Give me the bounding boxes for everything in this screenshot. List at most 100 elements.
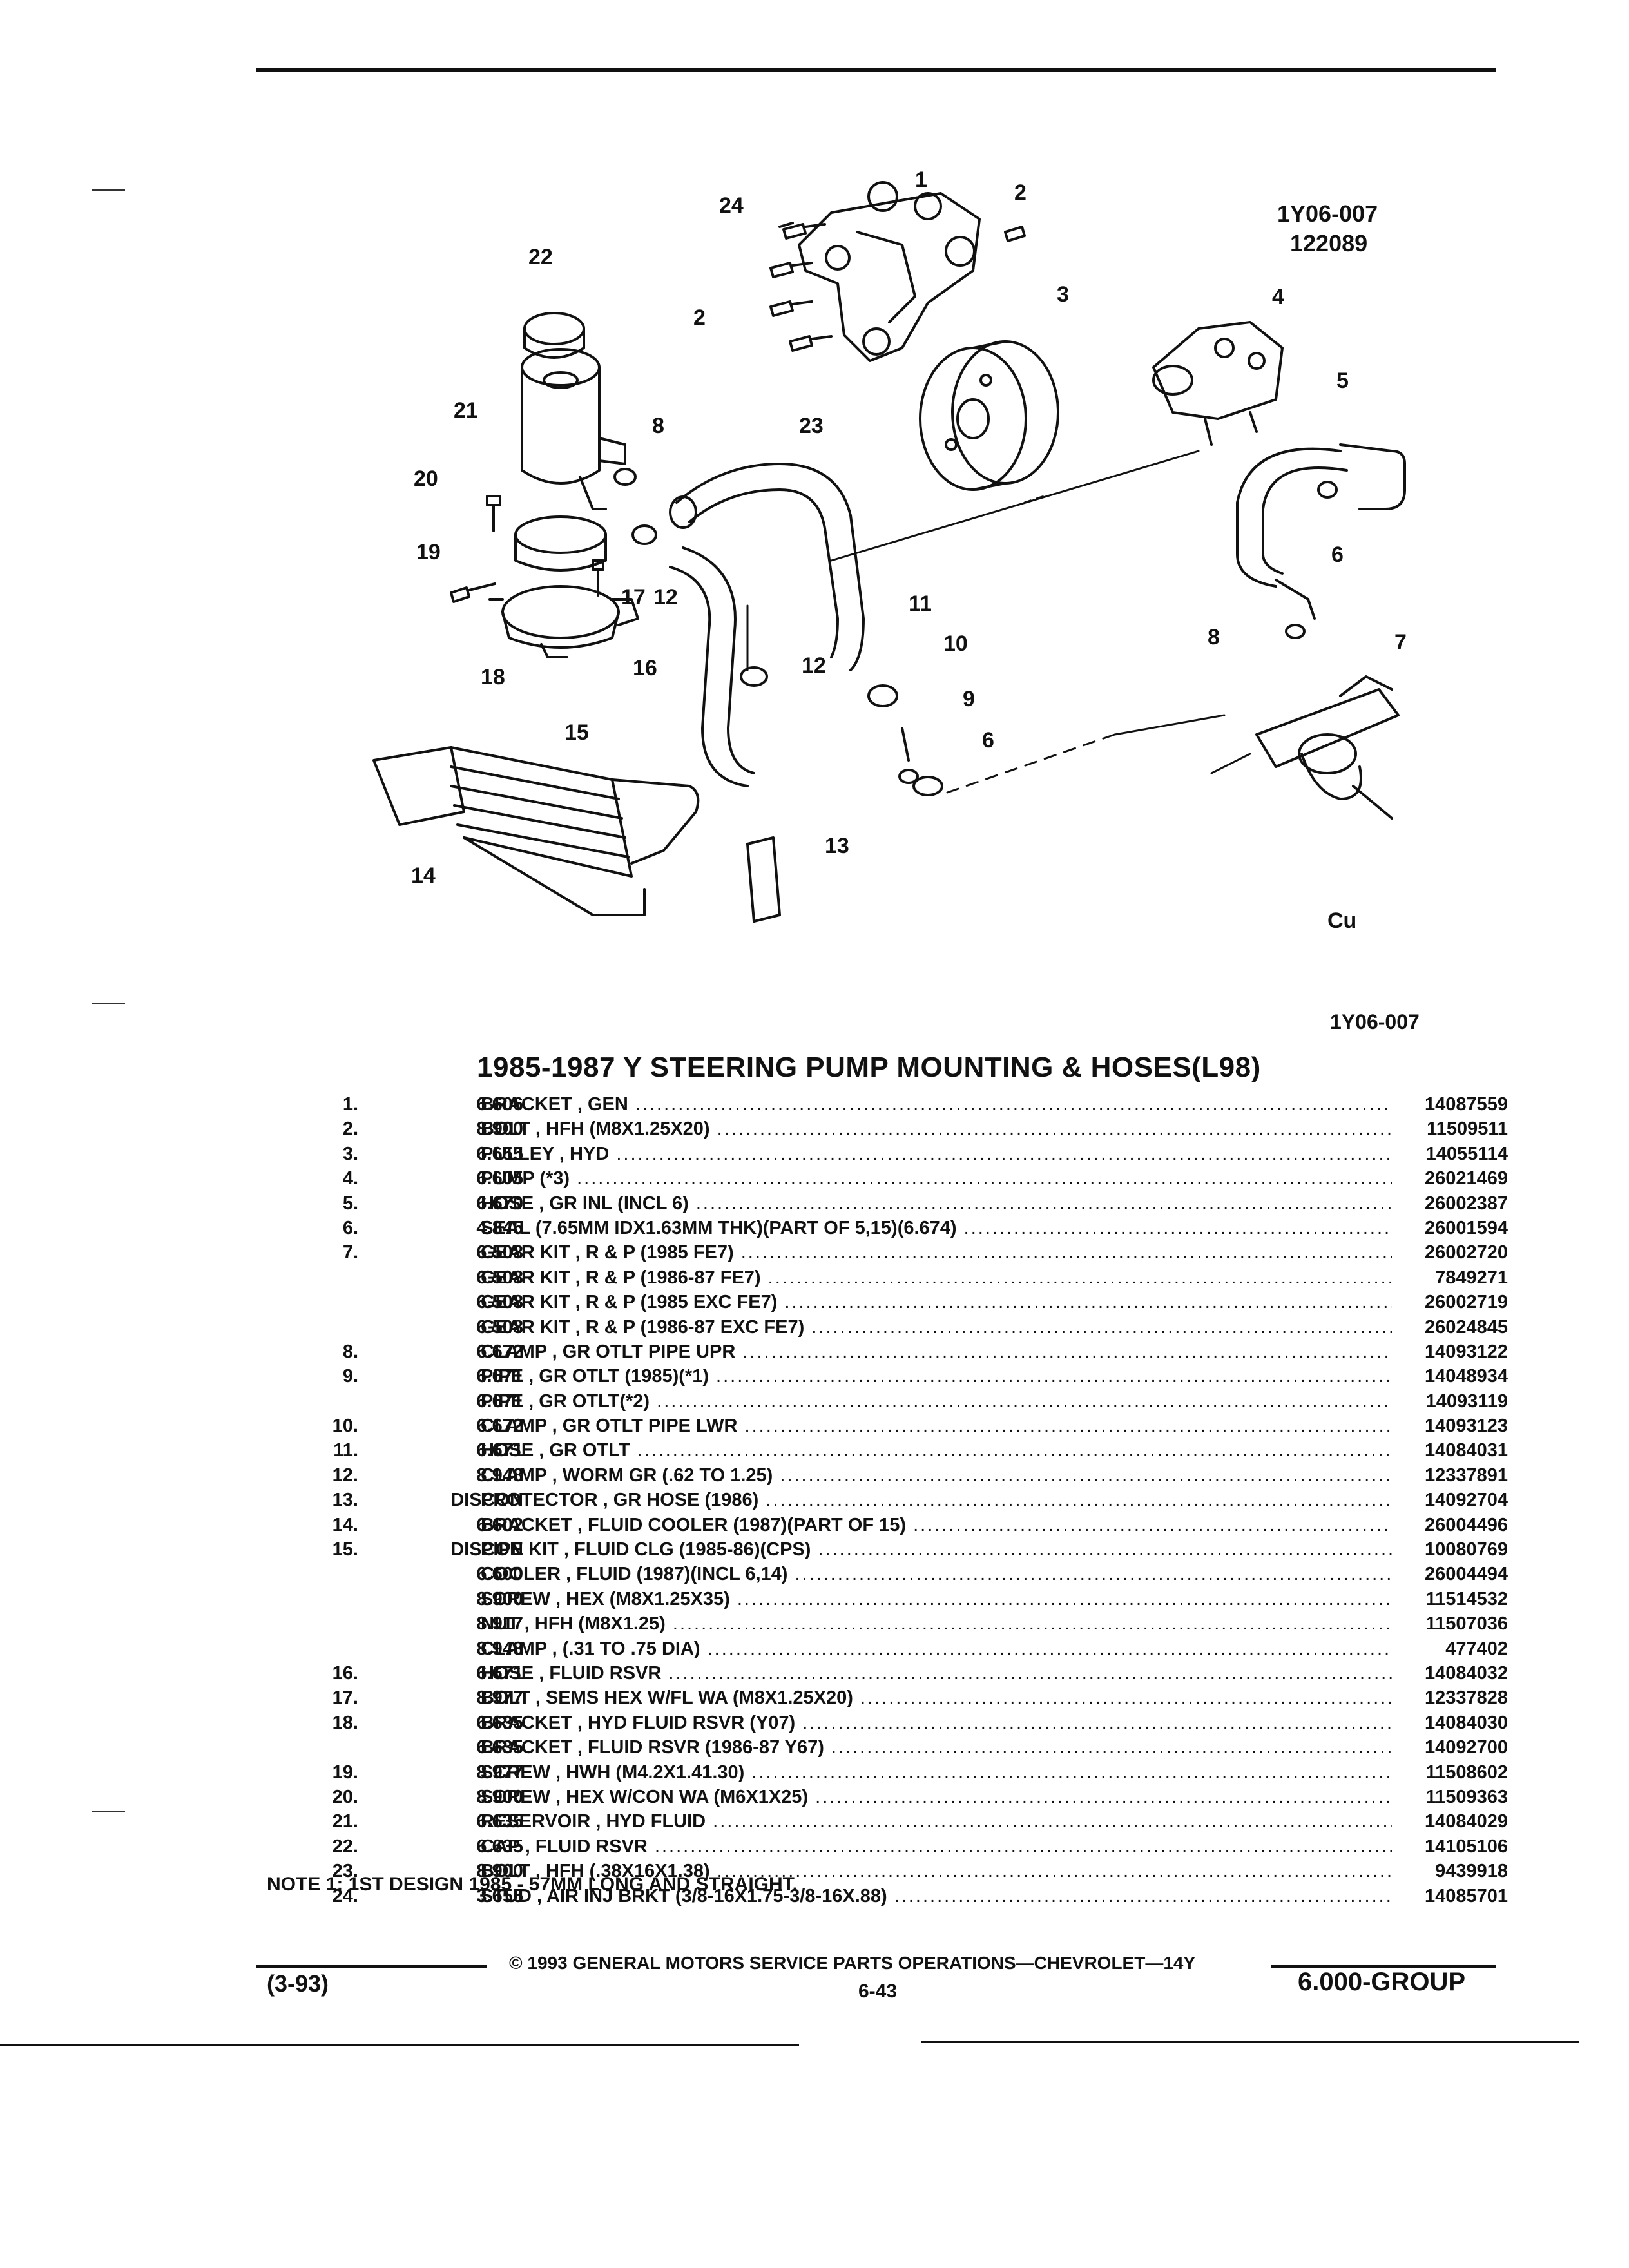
part-number: 12337828 [1392, 1687, 1508, 1709]
svg-text:15: 15 [564, 720, 589, 745]
part-description: BRACKET , FLUID COOLER (1987)(PART OF 15… [481, 1515, 1409, 1536]
reservoir-bracket [488, 515, 639, 658]
part-description: PROTECTOR , GR HOSE (1986) [481, 1490, 1409, 1511]
part-description: PULLEY , HYD [481, 1144, 1409, 1165]
callout-labels: 1 2 24 22 2 3 4 21 8 23 5 20 19 17 12 18… [411, 168, 1407, 888]
part-number: 14092700 [1392, 1737, 1508, 1759]
svg-text:6: 6 [982, 728, 994, 753]
margin-mark [92, 189, 125, 191]
part-number: 14105106 [1392, 1836, 1508, 1858]
part-number: 11514532 [1392, 1588, 1508, 1610]
part-number: 14048934 [1392, 1366, 1508, 1388]
part-number: 26021469 [1392, 1168, 1508, 1190]
part-description: PIPE , GR OTLT (1985)(*1) [481, 1366, 1409, 1387]
part-description: BOLT , SEMS HEX W/FL WA (M8X1.25X20) [481, 1687, 1409, 1709]
exploded-parts-diagram: 1 2 24 22 2 3 4 21 8 23 5 20 19 17 12 18… [372, 168, 1407, 933]
item-number: 10. [332, 1416, 358, 1437]
hose-clamps [613, 468, 1338, 687]
part-number: 26002719 [1392, 1292, 1508, 1314]
svg-text:20: 20 [414, 466, 438, 491]
part-number: 14092704 [1392, 1490, 1508, 1512]
item-number: 17. [332, 1687, 358, 1709]
item-number: 13. [332, 1490, 358, 1511]
part-number: 9439918 [1392, 1861, 1508, 1883]
part-description: CAP , FLUID RSVR [481, 1836, 1409, 1858]
top-rule [256, 68, 1496, 72]
svg-text:14: 14 [411, 863, 436, 888]
bolts-group [769, 222, 1026, 352]
part-description: BRACKET , GEN [481, 1094, 1409, 1115]
item-number: 24. [332, 1885, 358, 1907]
pulley [919, 340, 1059, 491]
trademark-icon: Cu [1327, 908, 1356, 933]
part-number: 14087559 [1392, 1094, 1508, 1115]
item-number: 19. [332, 1762, 358, 1783]
reservoir-hose [669, 546, 755, 787]
bottom-rule [0, 2044, 799, 2046]
part-description: PUMP (*3) [481, 1168, 1409, 1189]
item-number: 23. [332, 1861, 358, 1882]
item-number: 18. [332, 1712, 358, 1733]
part-description: BRACKET , HYD FLUID RSVR (Y07) [481, 1713, 1409, 1734]
part-number: 14084030 [1392, 1712, 1508, 1734]
svg-text:2: 2 [1014, 180, 1027, 205]
svg-text:19: 19 [416, 540, 441, 564]
part-number: 14055114 [1392, 1143, 1508, 1165]
footnote: NOTE 1: 1ST DESIGN 1985 - 57MM LONG AND … [267, 1874, 798, 1895]
part-description: BOLT , HFH (.38X16X1.38) [481, 1861, 1409, 1882]
svg-text:22: 22 [528, 245, 553, 269]
part-number: 11509511 [1392, 1119, 1508, 1140]
svg-text:8: 8 [1208, 625, 1220, 649]
part-number: 11507036 [1392, 1613, 1508, 1635]
part-number: 26004496 [1392, 1514, 1508, 1536]
part-number: 26001594 [1392, 1217, 1508, 1239]
item-number: 2. [342, 1119, 358, 1140]
svg-text:4: 4 [1272, 285, 1284, 309]
part-number: 14093123 [1392, 1416, 1508, 1437]
part-description: BOLT , HFH (M8X1.25X20) [481, 1119, 1409, 1140]
part-description: HOSE , GR OTLT [481, 1440, 1409, 1461]
item-number: 9. [342, 1366, 358, 1387]
footer-group: 6.000-GROUP [1298, 1968, 1466, 1996]
part-number: 477402 [1392, 1638, 1508, 1660]
footer-rule-right [1271, 1965, 1496, 1968]
part-description: HOSE , GR INL (INCL 6) [481, 1193, 1409, 1215]
part-number: 10080769 [1392, 1539, 1508, 1561]
page-title: 1985-1987 Y STEERING PUMP MOUNTING & HOS… [477, 1052, 1261, 1083]
reservoir-assembly [521, 312, 626, 510]
item-number: 16. [332, 1662, 358, 1684]
part-description: SCREW , HEX (M8X1.25X35) [481, 1589, 1409, 1610]
svg-text:12: 12 [653, 585, 678, 610]
generator-bracket [798, 181, 981, 362]
item-number: 12. [332, 1465, 358, 1486]
gear-outlet-pipe [867, 684, 943, 796]
item-number: 21. [332, 1811, 358, 1832]
part-description: PIPE , GR OTLT(*2) [481, 1391, 1409, 1412]
svg-text:2: 2 [693, 305, 706, 330]
svg-text:12: 12 [802, 653, 826, 678]
svg-text:10: 10 [943, 631, 968, 656]
svg-text:5: 5 [1336, 369, 1349, 393]
part-number: 14084032 [1392, 1662, 1508, 1684]
part-number: 14084031 [1392, 1440, 1508, 1462]
rack-and-pinion-gear [1255, 675, 1400, 820]
